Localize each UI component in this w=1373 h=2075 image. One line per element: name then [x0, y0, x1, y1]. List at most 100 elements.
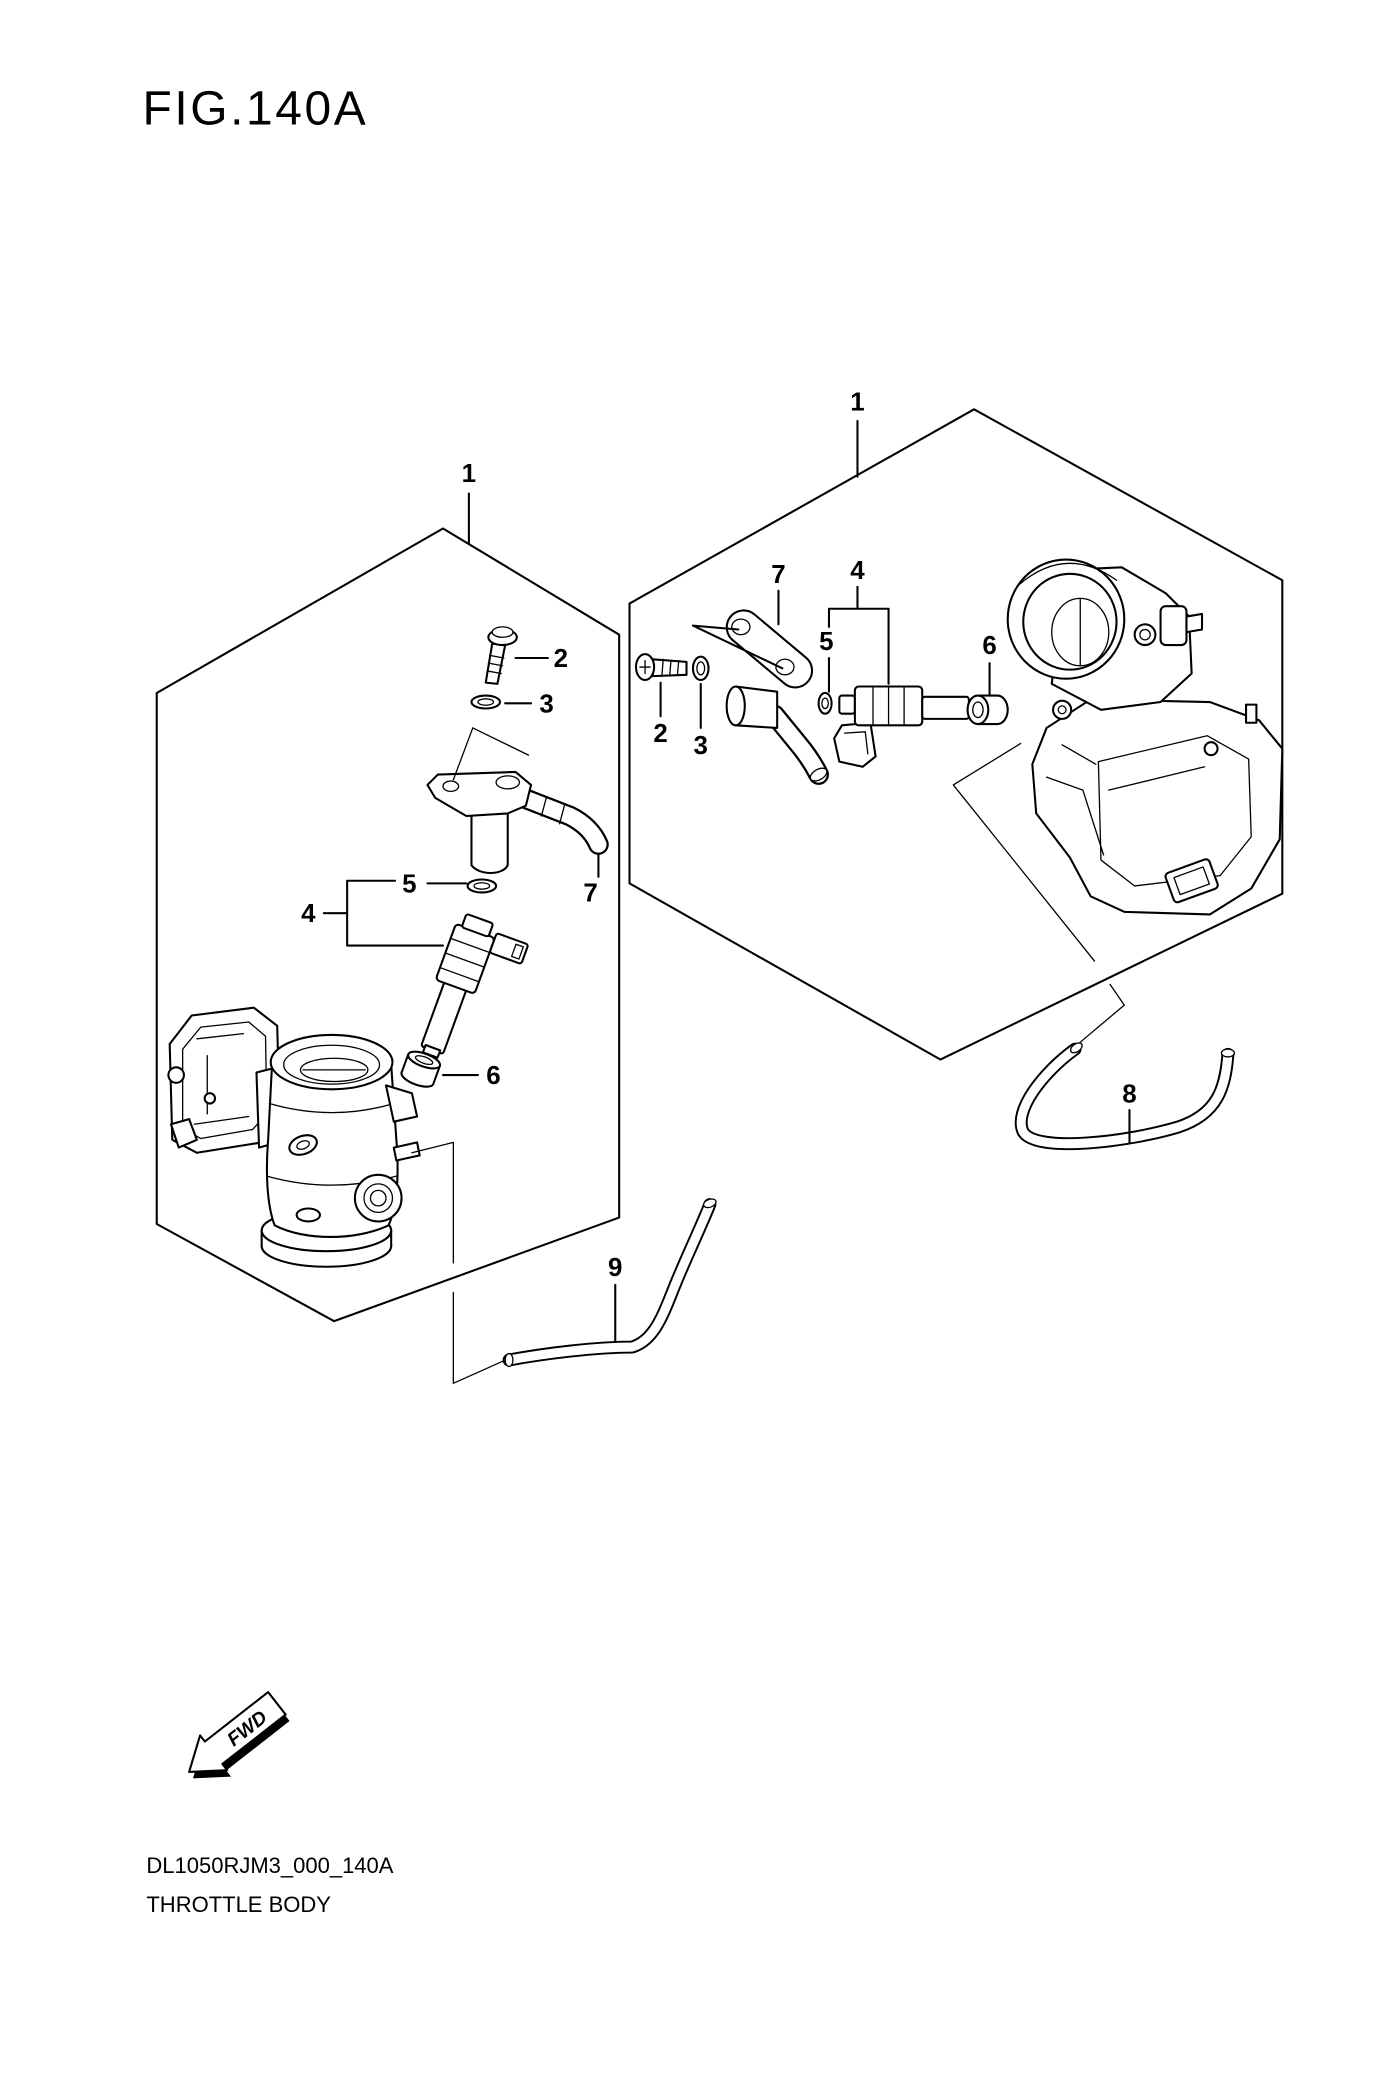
right-body-lower-boss: [1052, 699, 1073, 720]
left-bore-rib: [268, 1102, 395, 1114]
left-body-boss: [288, 1134, 318, 1156]
left-injector-cap: [461, 913, 494, 938]
left-seal: [400, 1050, 442, 1088]
callout-right-bolt: 2: [653, 720, 667, 748]
left-bolt: [484, 626, 518, 685]
leader-left-injector-bracket: [322, 879, 445, 947]
leader-right-fuel-pipe: [691, 589, 784, 670]
right-actuator-panel: [1097, 735, 1252, 887]
left-washer-outer: [470, 694, 502, 710]
right-injector-connector: [833, 721, 877, 768]
left-o-ring: [466, 878, 498, 894]
left-actuator-ribs: [193, 1032, 250, 1125]
fwd-arrow-body: [188, 1691, 287, 1773]
left-injector-rib: [449, 937, 491, 954]
left-side-fitting-bore: [369, 1189, 387, 1207]
callout-left-o-ring: 5: [402, 870, 416, 898]
left-sensor-bump: [384, 1084, 419, 1123]
leader-lower-hose-connection: [411, 1141, 504, 1384]
right-assembly-outline: [628, 408, 1284, 1061]
callout-left-seal: 6: [486, 1062, 500, 1090]
right-body-lower-boss-hole: [1057, 705, 1067, 715]
left-o-ring-outer: [466, 878, 498, 894]
right-washer-inner: [696, 661, 706, 676]
upper-hose-end: [1220, 1048, 1236, 1058]
right-o-ring: [817, 691, 833, 715]
right-fuel-pipe-port: [725, 685, 746, 727]
left-washer-inner: [477, 698, 495, 706]
right-body-fitting: [1159, 605, 1188, 647]
right-fuel-pipe-hole: [731, 618, 751, 636]
right-o-ring-inner: [821, 697, 829, 710]
left-o-ring-inner: [473, 882, 491, 890]
left-injector-rib: [439, 966, 480, 983]
left-injector-connector: [489, 932, 529, 965]
alignment-left-bolt: [452, 727, 474, 781]
right-seal-front: [966, 694, 990, 726]
right-bolt-thread: [661, 658, 664, 677]
left-seal-edge: [432, 1064, 441, 1086]
right-body-nipple: [1185, 612, 1204, 634]
left-injector-connector-socket: [510, 943, 524, 960]
callout-right-seal: 6: [982, 632, 996, 660]
right-bolt-thread: [669, 659, 672, 677]
left-assembly-outline: [155, 527, 621, 1323]
alignment-left-bolt: [472, 727, 530, 756]
right-bell-lip: [1017, 562, 1118, 587]
left-bolt-head-top: [491, 626, 514, 638]
fwd-arrow-icon: FWD: [188, 1691, 287, 1773]
left-fuel-pipe-hole: [442, 780, 460, 793]
callout-left-washer: 3: [539, 690, 553, 718]
leader-right-injector-bracket: [827, 585, 890, 693]
right-seal-hole: [972, 701, 984, 719]
left-bell-inner: [283, 1044, 381, 1085]
right-seal: [966, 694, 1009, 726]
left-injector: [420, 913, 529, 1059]
right-washer: [691, 655, 710, 682]
left-bolt-thread: [486, 670, 502, 675]
right-washer-outer: [691, 655, 710, 682]
callout-left-fuel-pipe: 7: [583, 879, 597, 907]
left-fuel-pipe-rib: [558, 803, 566, 825]
leader-upper-hose-connection: [952, 742, 1125, 1048]
right-injector-nozzle: [921, 695, 970, 720]
right-o-ring-outer: [817, 691, 833, 715]
callout-left-injector: 4: [301, 900, 316, 928]
upper-hose-fill: [1016, 1044, 1233, 1149]
right-actuator-connector: [1164, 858, 1219, 904]
lower-hose-end: [504, 1352, 514, 1368]
left-actuator-boss: [203, 1092, 217, 1105]
callout-right-washer: 3: [694, 732, 708, 760]
left-vacuum-nipple: [392, 1141, 421, 1162]
callout-upper-hose: 8: [1122, 1080, 1136, 1108]
lower-hose-end: [702, 1198, 717, 1209]
upper-hose-end: [1069, 1042, 1083, 1054]
right-injector-tip: [838, 694, 856, 715]
left-bolt-thread: [487, 662, 504, 667]
callout-right-fuel-pipe: 7: [771, 561, 785, 589]
left-seal-edge: [400, 1053, 410, 1074]
right-bolt-head-recess: [639, 659, 651, 675]
callout-right-assembly: 1: [850, 389, 864, 417]
callout-lower-hose: 9: [608, 1254, 622, 1282]
left-fuel-pipe-body: [470, 807, 509, 875]
right-connector-socket: [1173, 866, 1211, 896]
left-fuel-pipe-tube-fill: [515, 789, 607, 853]
left-seal-fill: [401, 1054, 440, 1085]
right-body-boss-hole: [1139, 628, 1151, 641]
right-injector: [833, 685, 970, 768]
left-injector-rib: [444, 952, 485, 968]
figure-title: FIG.140A: [142, 82, 368, 135]
left-body-boss-hole: [296, 1140, 310, 1150]
left-washer: [470, 694, 502, 710]
right-fuel-pipe-plate: [725, 609, 814, 689]
left-fuel-pipe: [426, 770, 609, 875]
left-fuel-pipe-port: [495, 775, 521, 790]
right-actuator-housing: [1031, 698, 1284, 916]
left-side-fitting-ring: [363, 1183, 394, 1214]
right-injector-connector-latch: [843, 731, 869, 755]
right-body-boss: [1133, 623, 1157, 647]
callout-left-bolt: 2: [554, 645, 568, 673]
callout-left-assembly: 1: [462, 460, 476, 488]
